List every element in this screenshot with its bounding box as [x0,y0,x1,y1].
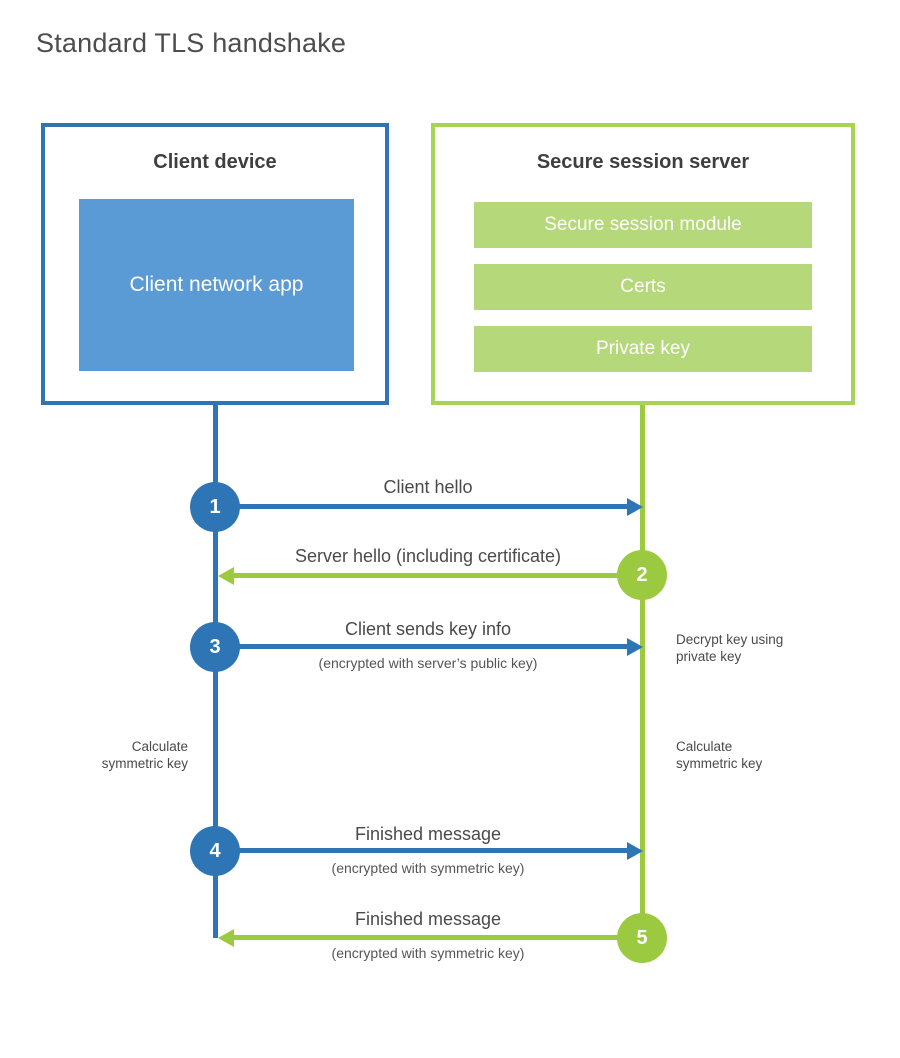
message-4-arrow [215,848,627,853]
message-2-arrowhead-icon [218,567,234,585]
step-circle-4: 4 [190,826,240,876]
note-calculate-symmetric-key-server: Calculate symmetric key [676,738,808,772]
message-5-arrow [234,935,642,940]
message-5-sublabel: (encrypted with symmetric key) [331,945,525,961]
message-1-arrowhead-icon [627,498,643,516]
server-module-secure-session: Secure session module [474,202,812,248]
message-4-arrowhead-icon [627,842,643,860]
client-device-title: Client device [153,151,277,173]
client-network-app-label: Client network app [129,273,304,296]
step-circle-3: 3 [190,622,240,672]
message-3-arrow [215,644,627,649]
step-circle-2: 2 [617,550,667,600]
step-circle-1: 1 [190,482,240,532]
message-1-label: Client hello [383,477,473,497]
note-calc-right-line2: symmetric key [676,756,763,771]
note-decrypt-key: Decrypt key using private key [676,631,826,665]
message-2-arrow [234,573,642,578]
note-calc-left-line1: Calculate [131,739,188,754]
client-network-app-box: Client network app [79,199,354,371]
secure-session-server-title: Secure session server [536,151,750,173]
message-1-arrow [215,504,627,509]
message-4-label: Finished message [354,824,502,844]
server-module-certs: Certs [474,264,812,310]
secure-session-server-box: Secure session server Secure session mod… [431,123,855,405]
message-2-label: Server hello (including certificate) [294,546,562,566]
note-calculate-symmetric-key-client: Calculate symmetric key [56,738,188,772]
message-3-label: Client sends key info [344,619,512,639]
note-calc-left-line2: symmetric key [101,756,188,771]
page-title: Standard TLS handshake [36,28,347,58]
note-decrypt-line1: Decrypt key using [676,632,784,647]
message-4-sublabel: (encrypted with symmetric key) [331,860,525,876]
message-3-arrowhead-icon [627,638,643,656]
server-lifeline [640,405,645,942]
message-5-arrowhead-icon [218,929,234,947]
server-module-private-key: Private key [474,326,812,372]
client-device-box: Client device Client network app [41,123,389,405]
server-modules-list: Secure session module Certs Private key [474,202,812,372]
note-decrypt-line2: private key [676,649,742,664]
message-5-label: Finished message [354,909,502,929]
message-3-sublabel: (encrypted with server’s public key) [318,655,538,671]
step-circle-5: 5 [617,913,667,963]
note-calc-right-line1: Calculate [676,739,733,754]
